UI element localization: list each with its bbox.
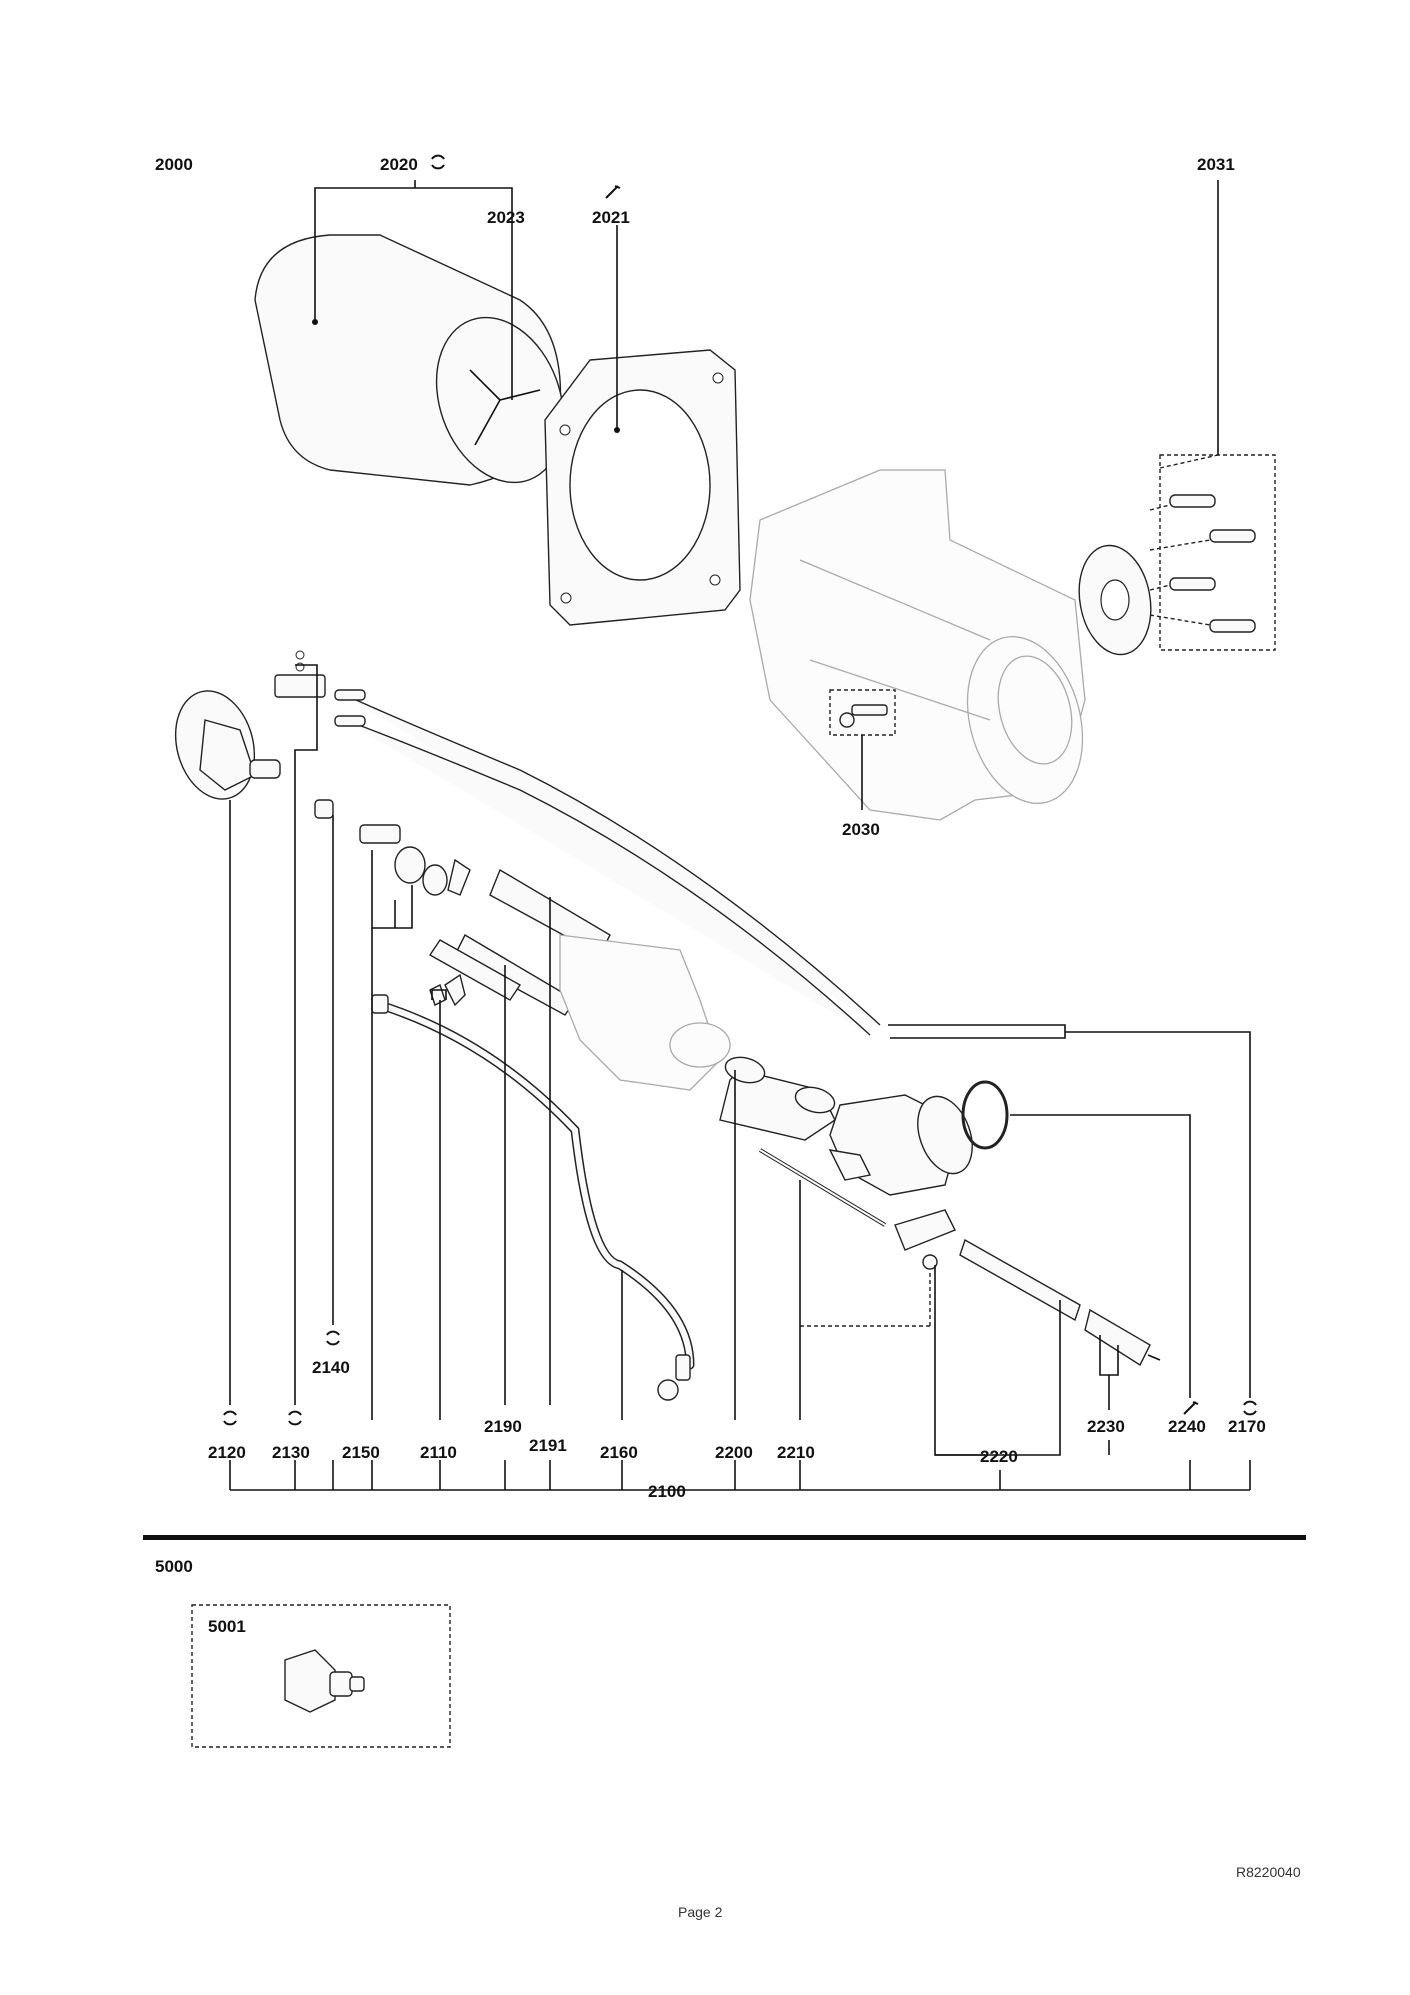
- label-2030: 2030: [842, 820, 880, 839]
- gasket: [544, 349, 741, 626]
- label-2130: 2130: [272, 1443, 310, 1462]
- label-2140: 2140: [312, 1358, 350, 1377]
- section-divider: [143, 1535, 1306, 1540]
- accessory-box: [191, 1604, 451, 1748]
- circular-arrows-icon: [288, 1410, 302, 1426]
- ignition-cables: [334, 689, 881, 1036]
- nozzle-holder-ghost: [559, 934, 731, 1091]
- adjusting-shaft: [959, 1238, 1161, 1367]
- blast-tube: [254, 234, 565, 486]
- label-2023: 2023: [487, 208, 525, 227]
- circular-arrows-icon: [431, 154, 445, 170]
- screw: [839, 704, 888, 728]
- circular-arrows-icon: [1243, 1400, 1257, 1416]
- wrench-icon: [605, 185, 621, 199]
- label-2160: 2160: [600, 1443, 638, 1462]
- label-2020: 2020: [380, 155, 418, 174]
- page-number: Page 2: [678, 1904, 723, 1920]
- label-2000: 2000: [155, 155, 193, 174]
- label-2120: 2120: [208, 1443, 246, 1462]
- label-2110: 2110: [420, 1443, 457, 1462]
- oil-hose: [371, 994, 695, 1401]
- elbow-housing: [828, 1094, 973, 1196]
- label-2190: 2190: [484, 1417, 522, 1436]
- circular-arrows-icon: [223, 1410, 237, 1426]
- leader-lines-lower: [229, 664, 1251, 1491]
- diffuser-disc: [174, 690, 281, 800]
- dotted-connectors: [800, 454, 1219, 1327]
- flange-plate: [1078, 544, 1152, 656]
- o-ring: [961, 1080, 1009, 1150]
- label-2200: 2200: [715, 1443, 753, 1462]
- circular-arrows-icon: [326, 1330, 340, 1346]
- wrench-icon: [1183, 1401, 1199, 1415]
- air-tube: [719, 1056, 836, 1141]
- burner-housing: [749, 469, 1086, 821]
- label-2230: 2230: [1087, 1417, 1125, 1436]
- bolt-set: [1149, 494, 1256, 633]
- label-2191: 2191: [529, 1436, 567, 1455]
- label-2150: 2150: [342, 1443, 380, 1462]
- label-2170: 2170: [1228, 1417, 1266, 1436]
- label-2021: 2021: [592, 208, 630, 227]
- label-2210: 2210: [777, 1443, 815, 1462]
- threaded-fitting: [284, 1649, 365, 1713]
- setting-rod: [758, 1148, 887, 1227]
- label-2100: 2100: [648, 1482, 686, 1501]
- adjusting-block: [894, 1209, 956, 1270]
- label-2240: 2240: [1168, 1417, 1206, 1436]
- label-2220: 2220: [980, 1447, 1018, 1466]
- leader-lines-top: [314, 180, 1219, 810]
- nozzle-parts: [314, 799, 471, 896]
- label-5001: 5001: [208, 1617, 246, 1636]
- drawing-reference: R8220040: [1236, 1864, 1301, 1880]
- label-2031: 2031: [1197, 155, 1235, 174]
- label-5000: 5000: [155, 1557, 193, 1576]
